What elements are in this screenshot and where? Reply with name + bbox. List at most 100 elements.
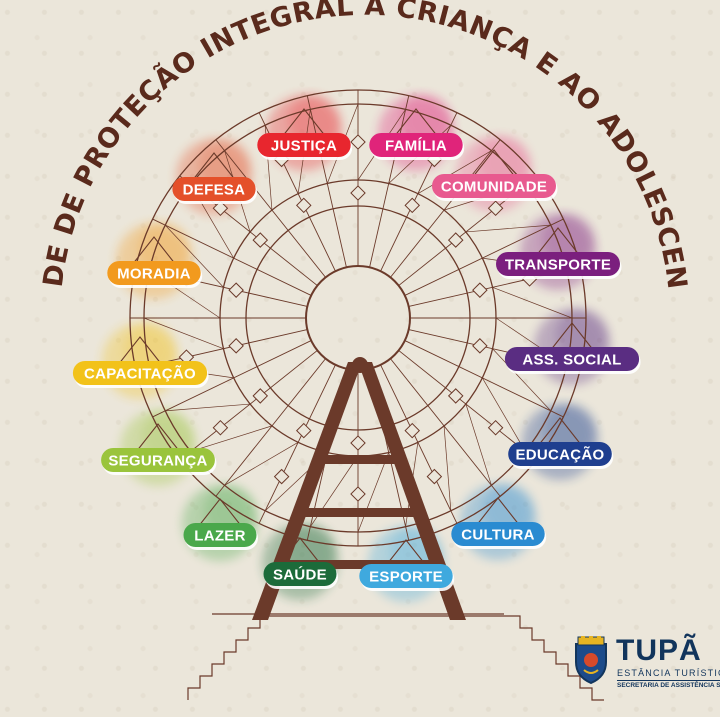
node-pill: FAMÍLIA [369, 133, 465, 160]
brace [190, 425, 273, 452]
pill-background [359, 564, 453, 588]
node-label: COMUNIDADE [441, 179, 547, 196]
brace [465, 224, 551, 233]
network-nodes: JUSTIÇA FAMÍLIA COMUNIDADE TRANSPORTE ASS. S… [72, 108, 641, 591]
joint-diamond [178, 349, 195, 365]
brace [357, 452, 390, 533]
joint-diamond [426, 468, 443, 485]
joint-diamond [295, 422, 312, 439]
gondola-hanger [277, 537, 323, 567]
joint-diamond [350, 185, 366, 201]
spoke [390, 139, 501, 278]
pill-background [263, 562, 337, 586]
brace [143, 317, 224, 350]
gondola-hanger [135, 423, 181, 453]
gondola-hanger [535, 227, 581, 257]
spoke [369, 95, 410, 268]
pill-background [451, 522, 545, 546]
spoke [152, 218, 312, 296]
node-label: SEGURANÇA [108, 453, 207, 470]
pill-background [172, 177, 256, 201]
node-pill: EDUCAÇÃO [508, 442, 614, 469]
stairs-base [187, 613, 604, 701]
gondola-hanger [281, 108, 327, 138]
ladder-rung [303, 508, 418, 517]
spoke [152, 340, 312, 418]
brace [224, 442, 299, 486]
brace [165, 403, 251, 412]
gondola-hanger [191, 152, 237, 182]
node-pill: ESPORTE [359, 564, 455, 591]
spoke [380, 364, 458, 524]
node-pill: CULTURA [451, 522, 547, 549]
tower-support [252, 357, 466, 620]
joint-diamond [228, 282, 244, 298]
node-label: CAPACITAÇÃO [84, 365, 196, 383]
gondola-hanger [549, 322, 595, 352]
node-label: ASS. SOCIAL [522, 352, 621, 369]
node-label: DEFESA [183, 182, 246, 199]
node-pill: SAÚDE [263, 562, 338, 589]
ladder-rung [288, 560, 432, 569]
gondola-hanger [131, 236, 177, 266]
joint-diamond [273, 468, 290, 485]
gondola-hanger [117, 336, 163, 366]
axle [352, 357, 368, 373]
spoke [179, 350, 318, 461]
joint-diamond [350, 435, 366, 451]
brace [482, 377, 526, 452]
node-pill: JUSTIÇA [257, 133, 353, 160]
gondola-hanger [393, 108, 439, 138]
joint-diamond [228, 338, 244, 354]
pill-background [101, 448, 215, 472]
joint-diamond [487, 419, 504, 436]
joint-diamond [404, 422, 421, 439]
ladder-rung [320, 455, 400, 464]
node-label: TRANSPORTE [505, 257, 611, 274]
brace [492, 348, 552, 412]
logo-subtitle: ESTÂNCIA TURÍSTICA [617, 668, 720, 678]
node-label: FAMÍLIA [385, 138, 447, 155]
pill-background [508, 442, 612, 466]
node-label: LAZER [194, 528, 246, 545]
node-label: MORADIA [117, 266, 191, 283]
node-pill: COMUNIDADE [432, 174, 558, 201]
spoke [215, 139, 326, 278]
hub [305, 265, 411, 371]
brace [492, 286, 573, 319]
spoke [390, 358, 501, 497]
pill-background [432, 174, 556, 198]
spoke [215, 358, 326, 497]
spoke [404, 218, 564, 296]
spoke [404, 340, 564, 418]
joint-diamond [447, 388, 464, 404]
spoke [306, 95, 347, 268]
pill-background [504, 347, 640, 371]
joint-diamond [252, 388, 269, 404]
gondola-hanger [537, 417, 583, 447]
pill-background [72, 361, 208, 385]
gondola-hanger [471, 149, 517, 179]
joint-diamond [404, 197, 421, 214]
tupa-logo: TUPÃ ESTÂNCIA TURÍSTICA SECRETARIA DE AS… [568, 634, 720, 694]
spoke [398, 350, 537, 461]
node-label: SAÚDE [273, 566, 327, 584]
node-pill: LAZER [183, 523, 258, 550]
joint-diamond [350, 486, 366, 502]
node-label: CULTURA [461, 527, 534, 544]
pill-background [369, 133, 463, 157]
pill-background [257, 133, 351, 157]
pill-background [107, 261, 201, 285]
gondola-hanger [475, 497, 521, 527]
gondola-hanger [197, 498, 243, 528]
joint-diamond [472, 282, 488, 298]
tower-right-leg [358, 362, 466, 620]
node-label: EDUCAÇÃO [515, 446, 604, 464]
brace [465, 403, 492, 486]
node-pill: TRANSPORTE [496, 252, 622, 279]
joint-diamond [212, 200, 229, 217]
joint-diamond [472, 338, 488, 354]
brace [417, 150, 492, 194]
spoke [258, 364, 336, 524]
joint-diamond [447, 232, 464, 248]
